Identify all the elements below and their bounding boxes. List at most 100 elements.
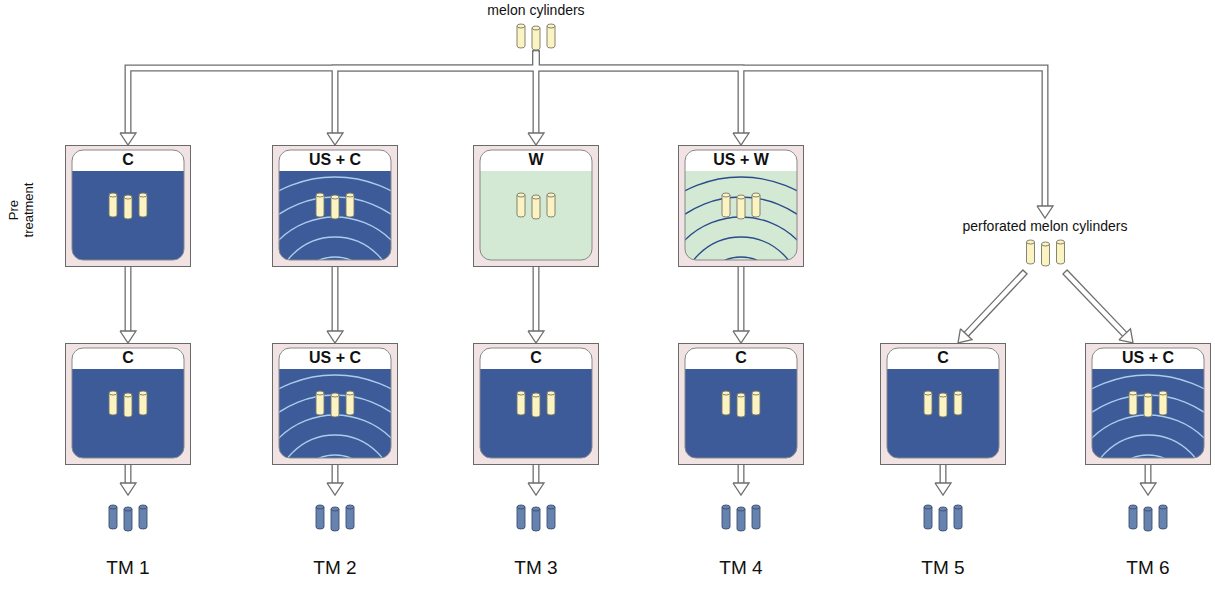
sample-label: TM 3 [496, 495, 576, 579]
cylinder-top [1041, 242, 1049, 246]
cylinder-top [547, 193, 555, 197]
treatment-tank: W [473, 145, 599, 267]
cylinder-top [316, 391, 324, 395]
cylinder-body [924, 507, 932, 529]
cylinder-top [124, 507, 132, 511]
cylinder-top [517, 505, 525, 509]
melon-cylinder [1129, 391, 1137, 415]
cylinder-body [124, 395, 132, 417]
cylinder-body [1144, 395, 1152, 417]
cylinder-body [532, 509, 540, 531]
sample-label: TM 5 [903, 495, 983, 579]
melon-cylinder [532, 507, 540, 531]
melon-cylinder [737, 195, 745, 219]
arrow-shaft [333, 465, 337, 484]
arrow-head [327, 133, 343, 145]
cylinder-top [1144, 507, 1152, 511]
melon-cylinder [1159, 505, 1167, 529]
melon-cylinder [532, 195, 540, 219]
cylinder-top [109, 391, 117, 395]
cylinder-top [752, 505, 760, 509]
melon-cylinder [1159, 391, 1167, 415]
treated-sample: TM 5 [903, 495, 983, 587]
wave-arc [1092, 415, 1204, 458]
cylinder-top [346, 391, 354, 395]
tank-label: US + C [272, 145, 398, 169]
arrow-shaft [335, 54, 536, 134]
arrow-shaft [534, 267, 538, 332]
cylinder-body [346, 393, 354, 415]
arrow-head [528, 483, 544, 495]
cylinder-top [737, 195, 745, 199]
cylinder-body [139, 195, 147, 217]
wave-arc [279, 197, 391, 260]
cylinder-top [752, 391, 760, 395]
wave-arc [279, 177, 391, 260]
cylinder-body [124, 509, 132, 531]
wave-arc [685, 237, 797, 260]
cylinder-top [547, 24, 555, 28]
melon-cylinder [1144, 507, 1152, 531]
cylinder-body [752, 507, 760, 529]
cylinder-top [532, 26, 540, 30]
cylinder-top [722, 391, 730, 395]
melon-cylinder [517, 505, 525, 529]
melon-cylinder [924, 391, 932, 415]
treated-sample: TM 1 [88, 495, 168, 587]
tank-label: C [678, 343, 804, 367]
cylinder-body [331, 509, 339, 531]
melon-cylinder [547, 193, 555, 217]
cylinder-top [547, 505, 555, 509]
arrow-outline [738, 267, 745, 332]
wave-arc [1092, 395, 1204, 458]
melon-cylinder [124, 195, 132, 219]
sample-label: TM 6 [1108, 495, 1188, 579]
ultrasound-waves [279, 375, 391, 458]
melon-cylinder [737, 507, 745, 531]
arrow-outline [125, 465, 132, 484]
cylinder-body [752, 393, 760, 415]
melon-cylinder [517, 24, 525, 48]
melon-cylinder [1056, 240, 1064, 264]
arrow-head [120, 331, 136, 343]
arrow-outline [1145, 465, 1152, 484]
cylinder-body [722, 507, 730, 529]
cylinder-top [924, 391, 932, 395]
cylinder-top [1056, 240, 1064, 244]
melon-cylinder [1144, 393, 1152, 417]
cylinder-body [939, 395, 947, 417]
arrow-head [528, 133, 544, 145]
sample-label: TM 1 [88, 495, 168, 579]
arrow-shaft [534, 465, 538, 484]
cylinder-top [109, 193, 117, 197]
melon-cylinder [109, 505, 117, 529]
tank-frame [679, 146, 804, 267]
arrow-head [528, 331, 544, 343]
melon-cylinder [316, 193, 324, 217]
arrow-shaft [941, 465, 945, 484]
melon-cylinder [954, 505, 962, 529]
ultrasound-waves [279, 177, 391, 260]
cylinder-body [109, 195, 117, 217]
cylinder-top [1159, 391, 1167, 395]
arrow-outline [1067, 274, 1125, 335]
tank-label: US + C [1085, 343, 1211, 367]
cylinder-body [1159, 507, 1167, 529]
cylinder-body [316, 507, 324, 529]
stage-label: Pre treatment [6, 175, 36, 245]
melon-cylinder [124, 507, 132, 531]
treatment-tank: US + W [678, 145, 804, 267]
cylinder-body [517, 26, 525, 48]
wave-arc [279, 237, 391, 260]
melon-cylinder [924, 505, 932, 529]
melon-cylinder [722, 391, 730, 415]
melon-cylinder [1129, 505, 1137, 529]
arrow-outline [966, 274, 1023, 335]
arrow-outline [533, 465, 540, 484]
cylinder-body [737, 395, 745, 417]
arrow-head [733, 483, 749, 495]
cylinder-top [1129, 505, 1137, 509]
cylinder-top [1159, 505, 1167, 509]
sample-source: melon cylinders [477, 2, 595, 54]
